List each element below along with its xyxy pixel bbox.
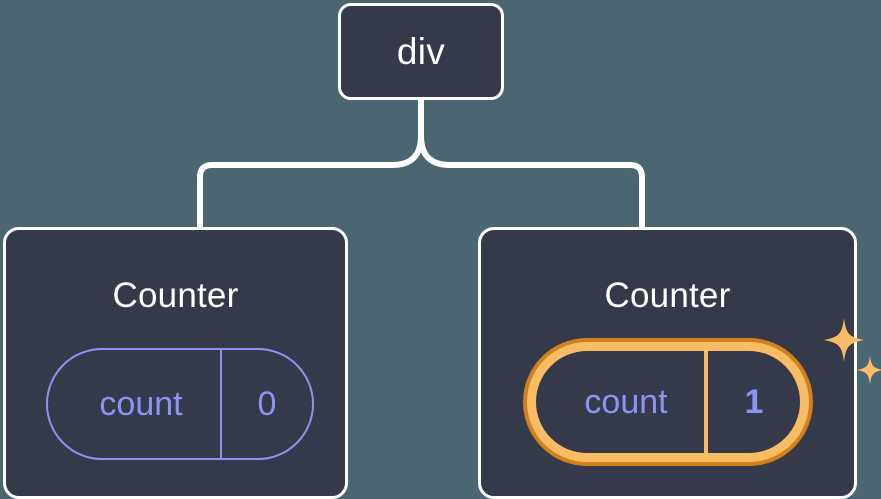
sparkle-icon [857, 356, 881, 384]
counter-right-title: Counter [604, 276, 731, 315]
state-value-label: 0 [257, 384, 277, 423]
state-pill-counter-right-body: count 1 [536, 351, 800, 453]
sparkle-icon [824, 318, 864, 362]
state-key-label: count [48, 350, 222, 458]
state-key-label: count [536, 351, 708, 453]
connector-to-counter-left [197, 135, 424, 227]
state-pill-counter-left[interactable]: count 0 [46, 348, 314, 460]
connector-to-counter-right [418, 135, 645, 227]
state-pill-counter-right[interactable]: count 1 [527, 342, 809, 462]
node-counter-left[interactable]: Counter count 0 [3, 227, 348, 499]
sparkles-group [824, 318, 881, 384]
counter-left-title: Counter [112, 276, 239, 315]
node-div[interactable]: div [338, 3, 504, 100]
node-counter-right[interactable]: Counter count 1 [478, 227, 881, 499]
node-div-label: div [396, 31, 446, 72]
state-value-label: 1 [744, 382, 764, 421]
state-pill-counter-right-highlight-ring: count 1 [523, 338, 813, 466]
